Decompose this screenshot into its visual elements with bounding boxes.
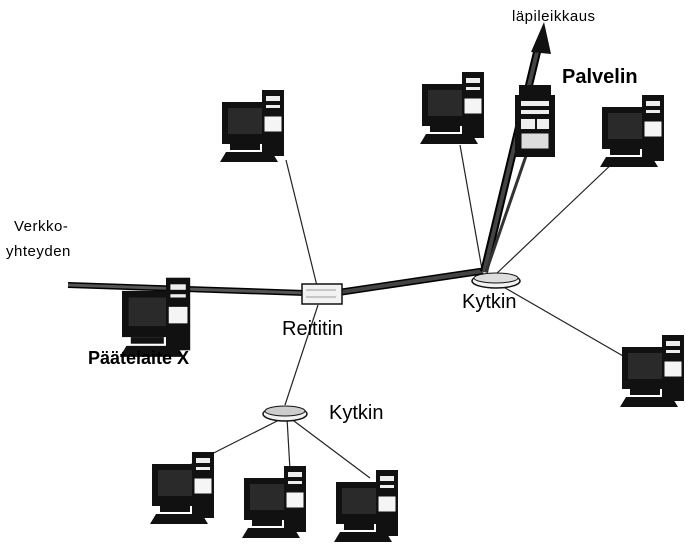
computer-top-icon [219, 89, 285, 163]
network-label-line1: Verkko- [14, 218, 69, 235]
wire-lower-switch-pc2 [286, 417, 291, 471]
computer-right-edge-icon [619, 334, 685, 408]
computer-bottom-3-icon [333, 469, 399, 543]
wire-lower-switch-pc3 [289, 417, 371, 479]
wire-connections [179, 144, 631, 479]
router-device [301, 283, 343, 305]
switch-lower-device [262, 405, 308, 422]
computer-upper-right-2-icon [599, 94, 665, 168]
computer-upper-right-1-icon [419, 71, 485, 145]
switch-lower-label: Kytkin [329, 402, 384, 424]
wire-pc-switch-b [494, 159, 617, 276]
router-label: Reititin [282, 318, 344, 340]
server-label: Palvelin [562, 66, 638, 88]
switch-main-device [471, 272, 521, 289]
arrow-head-icon [531, 22, 551, 54]
terminal-x-label: Päätelaite X [88, 348, 190, 368]
computer-bottom-2-icon [241, 465, 307, 539]
wire-pc-switch-c [499, 284, 631, 361]
wire-top-pc-router [285, 159, 319, 291]
passthrough-label: läpileikkaus [512, 8, 596, 25]
server-icon [514, 84, 556, 158]
network-label-line2: yhteyden [6, 243, 71, 260]
wire-pc-switch-a [459, 144, 484, 276]
switch-main-label: Kytkin [462, 291, 517, 313]
wire-router-lower-switch [284, 304, 319, 406]
computer-bottom-1-icon [149, 451, 215, 525]
